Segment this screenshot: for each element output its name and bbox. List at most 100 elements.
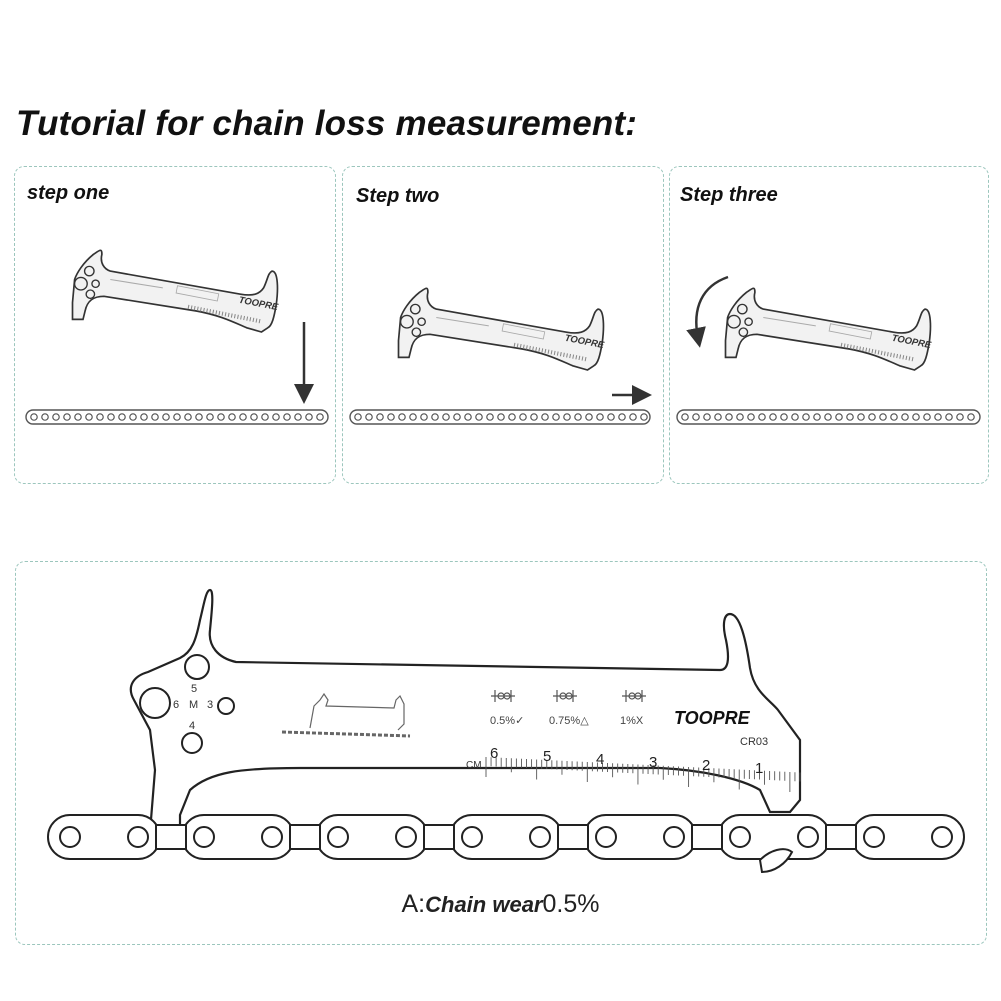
chain-connector (155, 824, 187, 850)
hole-label-left: 6 (173, 699, 179, 711)
chain-pin (923, 413, 931, 421)
chain-pin (420, 413, 428, 421)
chain-pin (118, 413, 126, 421)
chain-roller (395, 826, 417, 848)
ruler-ticks (485, 757, 801, 792)
chain-roller (59, 826, 81, 848)
chain-pin (563, 413, 571, 421)
chain-connector (423, 824, 455, 850)
chain-pin (162, 413, 170, 421)
chain-pin (228, 413, 236, 421)
hole-label-center: M (189, 699, 198, 711)
chain-pin (398, 413, 406, 421)
wear-mark-1: 1%X (620, 715, 644, 727)
chain-pin (107, 413, 115, 421)
brand-logo: TOOPRE (674, 708, 751, 728)
chain-pin (30, 413, 38, 421)
large-chain (47, 814, 965, 860)
step-one-chain (25, 409, 329, 425)
chain-pin (692, 413, 700, 421)
chain-roller (529, 826, 551, 848)
chain-connector (691, 824, 723, 850)
chain-connector (557, 824, 589, 850)
chain-pin (195, 413, 203, 421)
step-three-chain (676, 409, 981, 425)
chain-pin (316, 413, 324, 421)
caption: A:Chain wear0.5% (0, 890, 1001, 919)
chain-pin (890, 413, 898, 421)
step-three-label: Step three (680, 184, 778, 206)
page-title: Tutorial for chain loss measurement: (16, 104, 638, 143)
chain-pin (475, 413, 483, 421)
ruler-number: 2 (702, 757, 710, 774)
step-two-label: Step two (356, 185, 440, 207)
chain-pin (791, 413, 799, 421)
wear-mark-0-5: 0.5%✓ (490, 715, 524, 727)
chain-pin (629, 413, 637, 421)
chain-pin (879, 413, 887, 421)
step-three-rotate-arrow (686, 275, 729, 348)
chain-pin (283, 413, 291, 421)
step-two-tool (399, 288, 606, 370)
chain-pin (956, 413, 964, 421)
chain-pin (52, 413, 60, 421)
chain-pin (769, 413, 777, 421)
chain-pin (96, 413, 104, 421)
chain-pin (530, 413, 538, 421)
chain-pin (409, 413, 417, 421)
chain-pin (835, 413, 843, 421)
mini-tool-pictogram (281, 692, 411, 738)
ruler-number: 4 (596, 751, 604, 768)
chain-pin (596, 413, 604, 421)
chain-pin (486, 413, 494, 421)
chain-pin (552, 413, 560, 421)
chain-roller (261, 826, 283, 848)
chain-roller (931, 826, 953, 848)
chain-roller (729, 826, 751, 848)
hole-label-top: 5 (191, 683, 197, 695)
chain-pin (780, 413, 788, 421)
chain-pin (85, 413, 93, 421)
chain-roller (193, 826, 215, 848)
model-label: CR03 (740, 736, 768, 748)
chain-pin (725, 413, 733, 421)
step-one-label: step one (27, 182, 110, 204)
chain-pin (431, 413, 439, 421)
hole-label-right: 3 (207, 699, 213, 711)
large-tool: 5 6 M 3 4 0.5%✓ 0.75%△ 1%X TOOPRE CR03 C… (129, 588, 802, 834)
chain-pin (354, 413, 362, 421)
chain-pin (508, 413, 516, 421)
chain-roller (461, 826, 483, 848)
step-one-panel (14, 166, 336, 484)
chain-pin (802, 413, 810, 421)
caption-value: 0.5% (542, 890, 600, 918)
step-one-tool (73, 250, 280, 332)
chain-pin (206, 413, 214, 421)
chain-pin (387, 413, 395, 421)
wear-mark-0-75: 0.75%△ (549, 715, 589, 727)
caption-emphasis: Chain wear (425, 892, 543, 917)
chain-pin (846, 413, 854, 421)
chain-pin (813, 413, 821, 421)
chain-pin (824, 413, 832, 421)
chain-pin (173, 413, 181, 421)
ruler-number: 1 (755, 760, 763, 777)
chain-pin (747, 413, 755, 421)
chain-pin (736, 413, 744, 421)
chain-roller (863, 826, 885, 848)
chain-pin (376, 413, 384, 421)
detail-panel (15, 561, 987, 945)
chain-roller (595, 826, 617, 848)
chain-pin (442, 413, 450, 421)
step-two-panel (342, 166, 664, 484)
chain-roller (663, 826, 685, 848)
chain-pin (857, 413, 865, 421)
chain-pin (901, 413, 909, 421)
chain-pin (912, 413, 920, 421)
chain-connector (825, 824, 857, 850)
chain-pin (519, 413, 527, 421)
chain-pin (574, 413, 582, 421)
chain-pin (365, 413, 373, 421)
chain-pin (272, 413, 280, 421)
